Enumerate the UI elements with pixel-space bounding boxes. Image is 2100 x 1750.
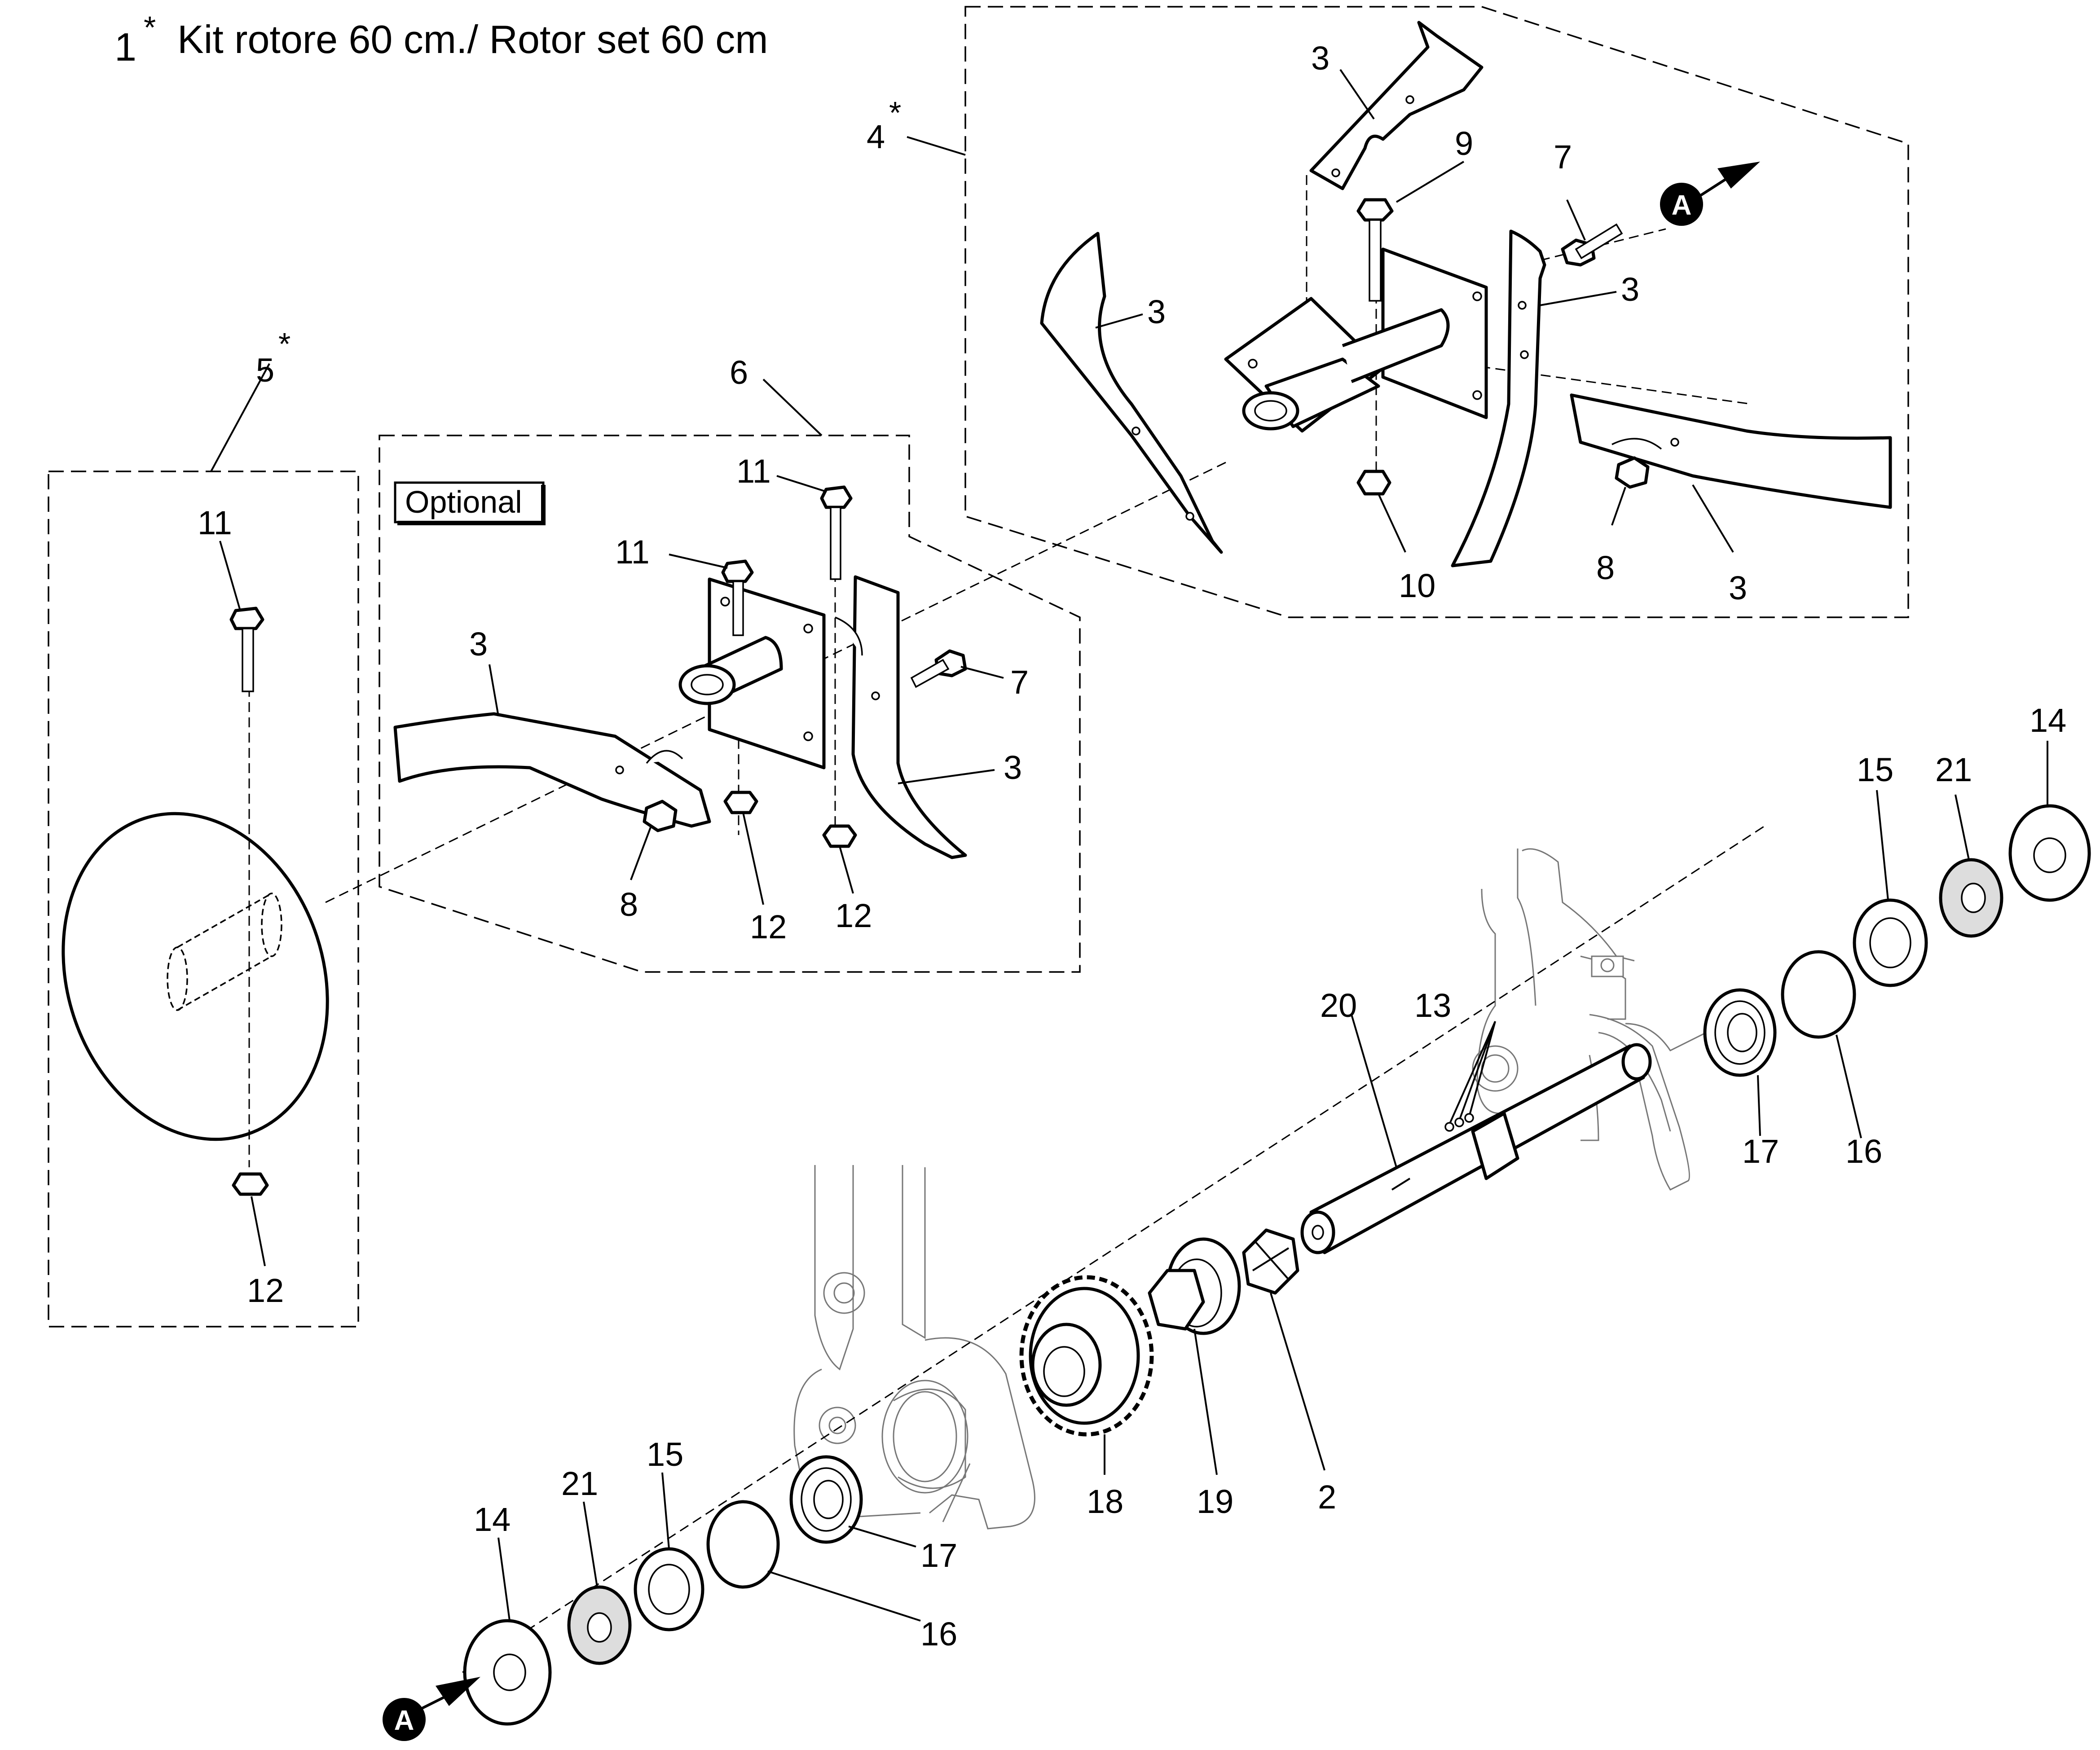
tine-6-right — [835, 575, 967, 859]
callout-felt-21-left: 21 — [561, 1465, 598, 1502]
cap-14-right — [2008, 804, 2091, 902]
callout-tine-4-horizontal: 3 — [1729, 569, 1747, 607]
group-box-5 — [48, 470, 359, 1328]
callout-tine-6-right: 3 — [1004, 749, 1022, 786]
axis-line-shaft — [462, 825, 1765, 1673]
seal-15-right — [1853, 898, 1928, 987]
title-text: Kit rotore 60 cm./ Rotor set 60 cm — [177, 17, 768, 62]
bolt-11-group6-b — [820, 485, 853, 580]
nut-12-group6-a — [723, 791, 758, 814]
nut-12-group5 — [232, 1172, 269, 1196]
callout-bearing-17-right: 17 — [1742, 1133, 1779, 1170]
rotor-shaft-20 — [1300, 1043, 1652, 1254]
felt-21-right — [1939, 858, 2003, 938]
reference-marker-a-bottom: A — [383, 1677, 480, 1741]
tine-4-left — [1040, 232, 1223, 554]
callout-bolt-11-group6-a: 11 — [615, 533, 650, 571]
callout-bearing-17-left: 17 — [920, 1537, 957, 1574]
callout-group-5: 5 — [256, 352, 274, 389]
coupling-2 — [1242, 1228, 1299, 1295]
callout-cap-14-left: 14 — [474, 1501, 511, 1538]
title-asterisk: * — [144, 10, 156, 45]
balls-13 — [1444, 1113, 1474, 1132]
seal-15-left — [634, 1547, 704, 1631]
callout-gear-18: 18 — [1087, 1483, 1123, 1520]
nut-10 — [1356, 470, 1391, 496]
bolt-9 — [1356, 198, 1394, 302]
circlip-16-right — [1781, 950, 1856, 1039]
callout-nut-10: 10 — [1399, 567, 1435, 604]
callout-nut-8-group6: 8 — [620, 886, 638, 923]
bolt-7-group6 — [910, 649, 967, 688]
callout-coupling-2: 2 — [1318, 1478, 1336, 1516]
callout-nut-12-group5: 12 — [247, 1272, 284, 1309]
callout-tine-6-left: 3 — [469, 625, 488, 663]
nut-8-group4 — [1615, 456, 1650, 489]
callout-bolt-7-group6: 7 — [1010, 664, 1029, 701]
callout-group-5-asterisk: * — [278, 326, 291, 361]
gearbox-housing-left — [793, 1165, 1035, 1530]
circlip-16-left — [706, 1500, 780, 1589]
tine-4-top — [1309, 21, 1484, 190]
callout-circlip-16-right: 16 — [1845, 1133, 1882, 1170]
callout-group-4-asterisk: * — [889, 95, 901, 130]
callout-circlip-16-left: 16 — [920, 1615, 957, 1653]
bolt-11-group5 — [229, 607, 264, 692]
callout-seal-15-left: 15 — [647, 1436, 683, 1473]
callout-group-6: 6 — [730, 354, 748, 391]
bearing-17-right — [1703, 988, 1777, 1077]
title-number: 1 — [114, 25, 136, 69]
callout-tine-4-left: 3 — [1147, 293, 1166, 330]
hub-19 — [1148, 1237, 1241, 1335]
callout-cap-14-right: 14 — [2030, 702, 2066, 739]
flange-4 — [1224, 247, 1488, 433]
callout-nut-12-group6-b: 12 — [835, 897, 872, 934]
diagram-title: 1 * Kit rotore 60 cm./ Rotor set 60 cm — [114, 10, 768, 69]
callout-nut-8-group4: 8 — [1596, 549, 1615, 586]
callout-tine-4-top: 3 — [1311, 40, 1330, 77]
cap-14-left — [463, 1619, 552, 1726]
callout-bolt-11-group5: 11 — [198, 504, 232, 541]
callout-seal-15-right: 15 — [1857, 751, 1893, 788]
optional-label: Optional — [405, 484, 522, 519]
tine-4-right-vertical — [1451, 229, 1546, 567]
bolt-7-group4 — [1561, 223, 1623, 267]
callout-labels: 3 4 * 9 7 3 3 10 8 3 5 * 6 11 11 11 3 7 … — [198, 40, 2066, 1653]
group-box-6 — [379, 435, 1081, 973]
reference-marker-a-bottom-label: A — [394, 1705, 414, 1736]
bearing-17-left — [789, 1455, 863, 1544]
leader-lines — [210, 69, 2048, 1622]
flange-6 — [678, 577, 826, 769]
gear-18 — [1019, 1275, 1154, 1437]
tine-4-right-horizontal — [1570, 393, 1892, 509]
nut-12-group6-b — [822, 824, 857, 848]
callout-shaft-20: 20 — [1320, 987, 1357, 1024]
callout-bolt-7-group4: 7 — [1554, 138, 1572, 176]
optional-tag: Optional — [394, 481, 546, 525]
callout-balls-13: 13 — [1414, 987, 1451, 1024]
protection-disc-5 — [62, 812, 329, 1141]
callout-bolt-11-group6-b: 11 — [736, 453, 771, 490]
callout-bolt-9: 9 — [1455, 125, 1473, 162]
group-box-4 — [964, 6, 1909, 618]
bolt-11-group6-a — [721, 559, 754, 636]
callout-hub-19: 19 — [1197, 1483, 1233, 1520]
reference-marker-a-top-label: A — [1672, 190, 1692, 221]
axis-line-4-a — [1329, 345, 1752, 405]
callout-tine-4-right: 3 — [1621, 271, 1639, 308]
nut-8-group6 — [643, 800, 678, 832]
felt-21-left — [567, 1585, 632, 1665]
tine-6-left — [393, 712, 711, 828]
callout-nut-12-group6-a: 12 — [750, 908, 787, 945]
callout-group-4: 4 — [867, 118, 885, 155]
reference-marker-a-top: A — [1660, 162, 1760, 226]
callout-felt-21-right: 21 — [1935, 751, 1972, 788]
